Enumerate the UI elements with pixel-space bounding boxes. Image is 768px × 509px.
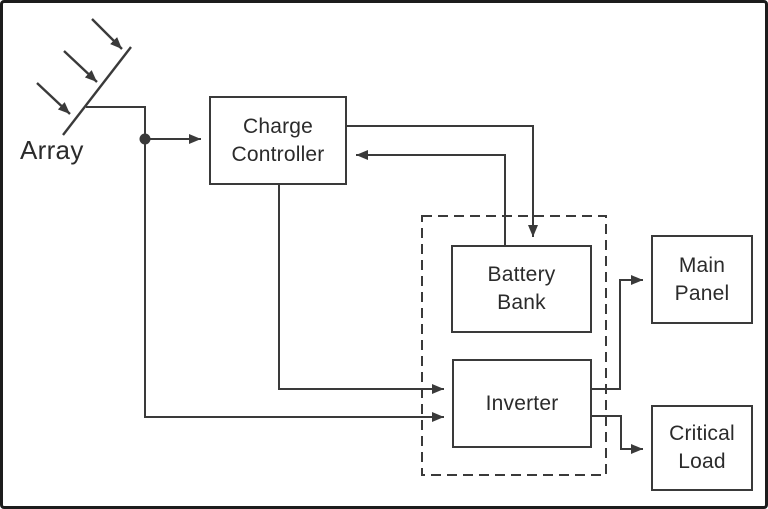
critical-load-label: Critical Load <box>669 422 735 473</box>
array-panel-line <box>62 46 132 136</box>
charge-controller-box: Charge Controller <box>209 96 347 185</box>
wire-inverter-to-main-panel <box>592 275 643 390</box>
inverter-label: Inverter <box>485 391 559 415</box>
sunlight-arrow-2 <box>63 50 98 83</box>
wiring-layer <box>36 18 643 476</box>
wire-inverter-to-critical-load <box>592 415 643 454</box>
array-label: Array <box>20 135 84 165</box>
sunlight-arrow-3 <box>36 82 71 115</box>
main-panel-label: Main Panel <box>674 253 730 305</box>
main-panel-box: Main Panel <box>651 235 753 324</box>
battery-bank-box: Battery Bank <box>451 245 592 333</box>
inverter-box: Inverter <box>452 359 592 448</box>
dashed-enclosure <box>421 215 607 476</box>
wire-array-to-inverter <box>86 106 444 422</box>
wire-battery-to-charge-controller <box>356 150 506 245</box>
wire-charge-controller-to-inverter <box>278 185 444 394</box>
charge-controller-label: Charge Controller <box>231 114 325 166</box>
sunlight-arrow-1 <box>91 18 123 50</box>
battery-bank-label: Battery Bank <box>487 263 556 314</box>
critical-load-box: Critical Load <box>651 405 753 491</box>
wire-charge-controller-to-battery <box>347 125 538 237</box>
sunlight-arrows <box>36 18 123 115</box>
